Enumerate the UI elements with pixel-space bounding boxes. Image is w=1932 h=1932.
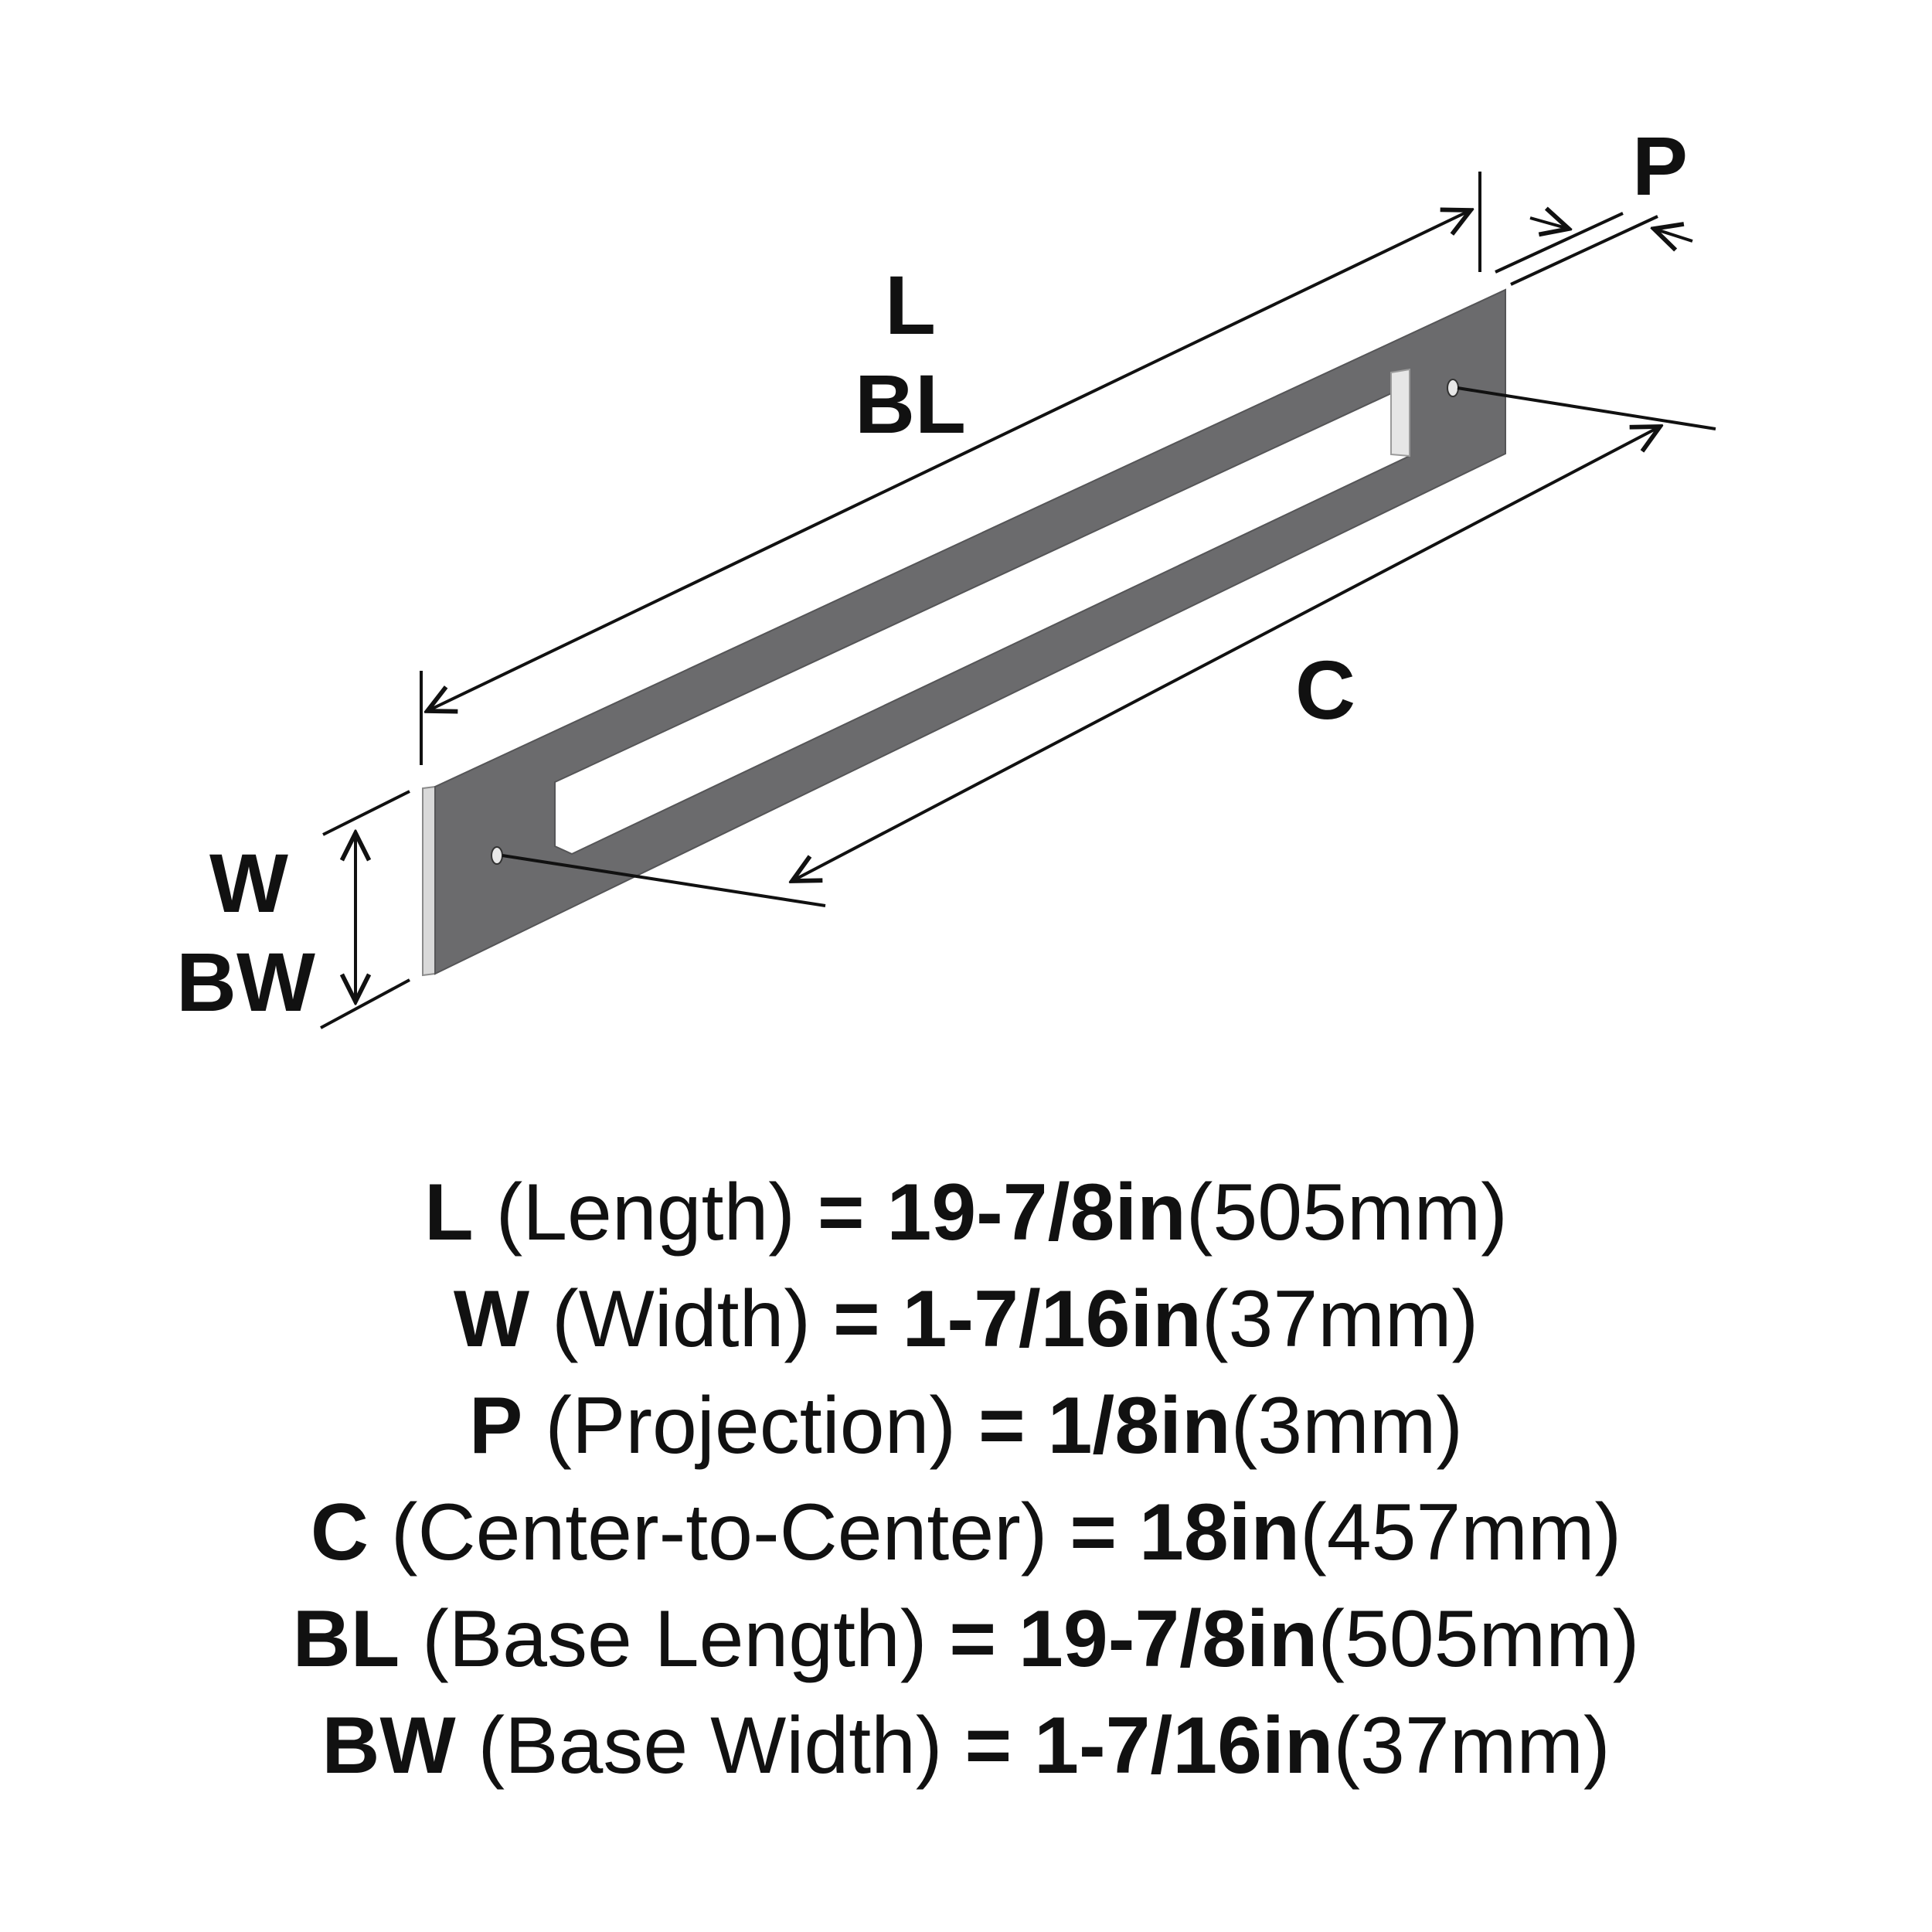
p-arrow-left bbox=[1529, 218, 1569, 229]
spec-base-width: BW (Base Width) = 1-7/16in(37mm) bbox=[0, 1692, 1932, 1799]
spec-imperial: 19-7/8in bbox=[1019, 1594, 1318, 1684]
center-to-center-arrow bbox=[792, 427, 1660, 881]
handle-dimension-diagram: L BL P C W BW bbox=[176, 119, 1716, 1029]
spec-equals: = bbox=[817, 1168, 865, 1257]
spec-code: L bbox=[424, 1168, 474, 1257]
mounting-hole-left bbox=[491, 846, 503, 865]
spec-metric: (505mm) bbox=[1318, 1594, 1640, 1684]
w-extension-top bbox=[322, 790, 410, 836]
label-bw: BW bbox=[176, 935, 315, 1029]
spec-metric: (457mm) bbox=[1300, 1488, 1622, 1577]
spec-description: (Base Width) bbox=[478, 1701, 943, 1791]
spec-imperial: 19-7/8in bbox=[886, 1168, 1186, 1257]
plate-edge bbox=[422, 785, 436, 977]
spec-code: BW bbox=[321, 1701, 456, 1791]
w-extension-bottom bbox=[320, 978, 410, 1029]
length-arrow bbox=[427, 210, 1471, 711]
p-extension-front bbox=[1510, 215, 1658, 286]
spec-description: (Projection) bbox=[545, 1381, 957, 1471]
spec-code: BL bbox=[292, 1594, 400, 1684]
spec-description: (Base Length) bbox=[422, 1594, 927, 1684]
spec-equals: = bbox=[949, 1594, 997, 1684]
mounting-hole-right bbox=[1447, 379, 1459, 397]
spec-description: (Length) bbox=[495, 1168, 795, 1257]
spec-code: C bbox=[310, 1488, 369, 1577]
spec-metric: (505mm) bbox=[1185, 1168, 1508, 1257]
label-bl: BL bbox=[855, 357, 966, 451]
spec-equals: = bbox=[978, 1381, 1026, 1471]
cutout-highlight bbox=[1390, 368, 1410, 457]
spec-metric: (37mm) bbox=[1333, 1701, 1611, 1791]
spec-equals: = bbox=[832, 1274, 880, 1364]
spec-length: L (Length) = 19-7/8in(505mm) bbox=[0, 1159, 1932, 1266]
c-extension-left bbox=[502, 854, 826, 907]
spec-metric: (3mm) bbox=[1230, 1381, 1463, 1471]
spec-imperial: 18in bbox=[1138, 1488, 1301, 1577]
spec-imperial: 1-7/16in bbox=[1034, 1701, 1334, 1791]
dimension-specs: L (Length) = 19-7/8in(505mm) W (Width) =… bbox=[0, 1159, 1932, 1799]
spec-equals: = bbox=[964, 1701, 1012, 1791]
spec-imperial: 1-7/16in bbox=[902, 1274, 1202, 1364]
c-extension-right bbox=[1457, 386, 1716, 430]
spec-description: (Width) bbox=[551, 1274, 811, 1364]
spec-imperial: 1/8in bbox=[1047, 1381, 1231, 1471]
p-extension-back bbox=[1495, 212, 1624, 274]
spec-code: P bbox=[469, 1381, 523, 1471]
label-c: C bbox=[1295, 643, 1355, 736]
spec-base-length: BL (Base Length) = 19-7/8in(505mm) bbox=[0, 1586, 1932, 1692]
spec-center-to-center: C (Center-to-Center) = 18in(457mm) bbox=[0, 1479, 1932, 1586]
label-w: W bbox=[209, 836, 288, 930]
p-arrow-right bbox=[1654, 229, 1693, 241]
spec-description: (Center-to-Center) bbox=[390, 1488, 1048, 1577]
spec-width: W (Width) = 1-7/16in(37mm) bbox=[0, 1266, 1932, 1372]
spec-equals: = bbox=[1070, 1488, 1117, 1577]
label-p: P bbox=[1632, 119, 1688, 213]
spec-projection: P (Projection) = 1/8in(3mm) bbox=[0, 1372, 1932, 1479]
spec-metric: (37mm) bbox=[1201, 1274, 1479, 1364]
label-l: L bbox=[885, 258, 936, 352]
spec-code: W bbox=[453, 1274, 530, 1364]
